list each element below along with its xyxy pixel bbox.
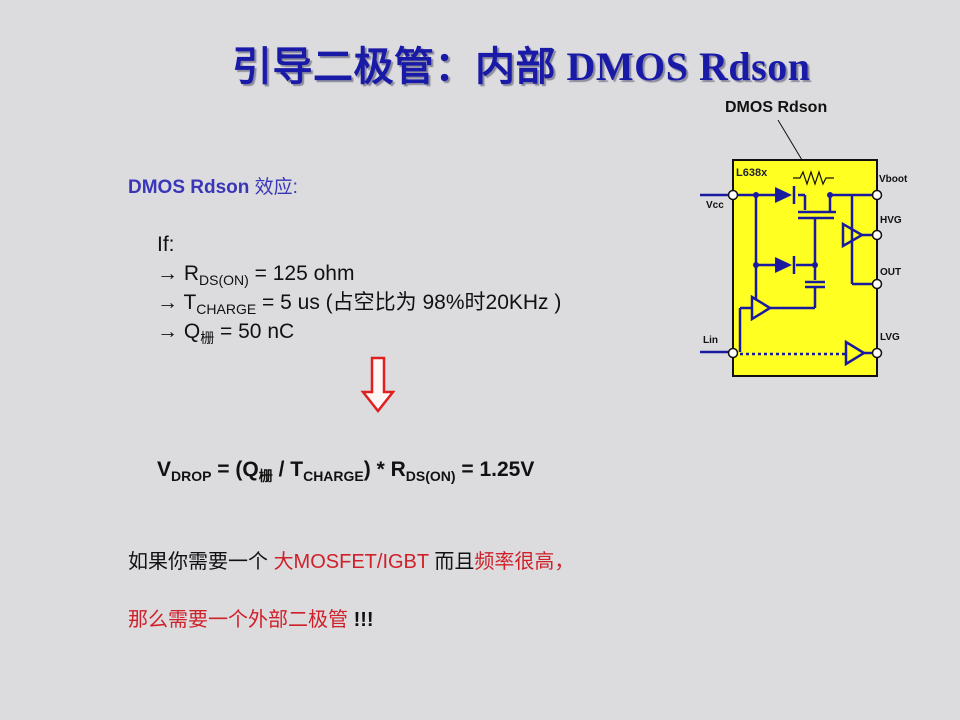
text-span: !!! [353, 609, 374, 631]
arrow-right-icon: → [157, 320, 178, 343]
resistor-icon [793, 170, 834, 186]
text-span-highlight: 频率很高， [474, 551, 575, 573]
section-heading: DMOS Rdson 效应: [128, 172, 298, 199]
pin-vboot: Vboot [879, 174, 908, 185]
f-part: V [157, 458, 172, 481]
subscript: CHARGE [196, 301, 257, 317]
var: R [183, 262, 200, 285]
text-span: 而且 [428, 551, 475, 573]
f-sub: DROP [171, 468, 212, 484]
conditions-block: If: → RDS(ON) = 125 ohm → TCHARGE = 5 us… [157, 230, 561, 346]
f-part: / T [272, 458, 304, 481]
hvg-driver-icon [841, 221, 865, 249]
subscript: DS(ON) [199, 272, 249, 288]
lvg-driver-icon [844, 339, 867, 367]
circuit-diagram: DMOS Rdson L638x V [700, 99, 908, 377]
value: = 125 ohm [248, 262, 355, 285]
var: T [183, 291, 197, 314]
pin-lvg: LVG [880, 332, 900, 343]
condition-qgate: → Q栅 = 50 nC [157, 317, 561, 346]
pin-terminals [727, 189, 883, 359]
pin-vcc: Vcc [706, 200, 724, 211]
conclusion-line-2: 那么需要一个外部二极管 !!! [128, 603, 374, 632]
f-part: = 1.25V [455, 458, 535, 481]
f-sub: 栅 [258, 468, 273, 484]
condition-tcharge: → TCHARGE = 5 us (占空比为 98%时20KHz ) [157, 288, 561, 317]
f-sub: DS(ON) [405, 468, 456, 484]
conclusion-line-1: 如果你需要一个 大MOSFET/IGBT 而且频率很高， [128, 545, 574, 574]
value: = 5 us (占空比为 98%时20KHz ) [256, 291, 562, 314]
wires [700, 193, 877, 354]
subscript: 栅 [200, 330, 215, 346]
down-arrow-icon [360, 356, 396, 414]
heading-cjk: 效应: [254, 177, 298, 198]
callout-label: DMOS Rdson [725, 99, 827, 116]
condition-rdson: → RDS(ON) = 125 ohm [157, 259, 561, 288]
text-span-highlight: 大MOSFET/IGBT [273, 551, 429, 573]
pin-hvg: HVG [880, 215, 902, 226]
if-label: If: [157, 233, 175, 256]
vdrop-formula: VDROP = (Q栅 / TCHARGE) * RDS(ON) = 1.25V [157, 458, 535, 484]
f-part: = (Q [211, 458, 259, 481]
arrow-right-icon: → [157, 262, 178, 285]
pin-out: OUT [880, 267, 901, 278]
arrow-right-icon: → [157, 291, 178, 314]
var: Q [183, 320, 201, 343]
f-sub: CHARGE [303, 468, 364, 484]
level-shifter-icon [750, 294, 773, 322]
diode-icon [775, 257, 792, 273]
heading-latin: DMOS Rdson [128, 177, 255, 198]
f-part: ) * R [363, 458, 406, 481]
diode-icon [775, 187, 792, 203]
text-span-highlight: 那么需要一个外部二极管 [128, 609, 354, 631]
slide-title: 引导二极管：内部 DMOS Rdson [232, 44, 811, 89]
value: = 50 nC [214, 320, 295, 343]
text-span: 如果你需要一个 [128, 551, 274, 573]
chip-label: L638x [736, 167, 768, 179]
pin-lin: Lin [703, 335, 718, 346]
